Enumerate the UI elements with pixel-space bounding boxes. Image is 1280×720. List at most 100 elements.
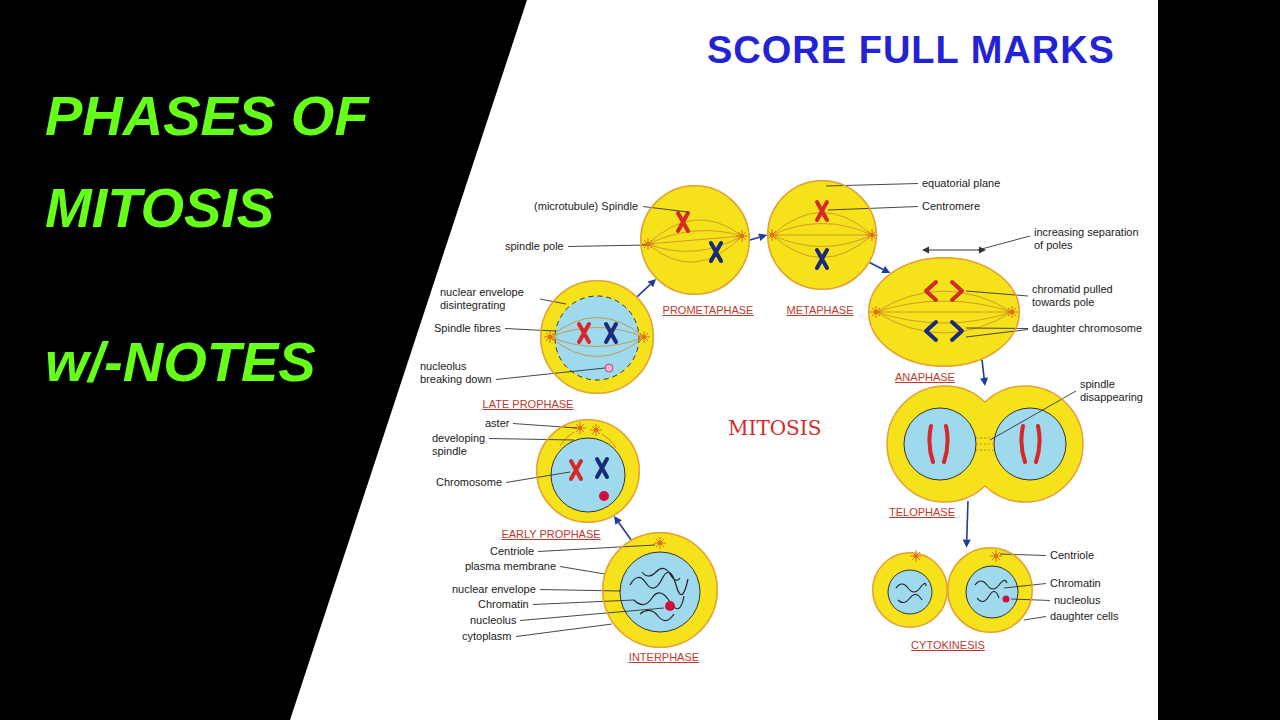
cell-membrane bbox=[603, 533, 718, 648]
chromosome bbox=[817, 202, 827, 220]
arrow-shaft bbox=[619, 523, 631, 540]
annotation-label: nuclear envelope bbox=[452, 583, 536, 596]
cell-node: LATE PROPHASE bbox=[540, 280, 654, 394]
spindle-pole bbox=[736, 230, 748, 242]
cell-membrane bbox=[537, 420, 640, 523]
leader-line bbox=[990, 391, 1076, 440]
annotation-label: Centriole bbox=[1050, 549, 1094, 562]
annotation-label: Chromatin bbox=[1050, 577, 1101, 590]
chromosome bbox=[678, 213, 688, 231]
annotation-label: nuclear envelope disintegrating bbox=[440, 286, 536, 312]
leader-line bbox=[1004, 584, 1046, 589]
nucleus bbox=[555, 296, 639, 380]
phase-label: PROMETAPHASE bbox=[663, 304, 754, 317]
phase-label: LATE PROPHASE bbox=[483, 398, 574, 411]
annotation-label: cytoplasm bbox=[462, 630, 512, 643]
leader-line bbox=[966, 328, 1028, 330]
side-heading: w/-NOTES bbox=[45, 330, 316, 394]
arrowhead bbox=[980, 378, 988, 386]
nucleolus bbox=[605, 364, 613, 372]
arrow-shaft bbox=[982, 360, 984, 378]
cell-node: CYTOKINESIS bbox=[872, 547, 1033, 633]
cell-membrane bbox=[768, 181, 877, 290]
annotation-label: nucleolus bbox=[1054, 594, 1100, 607]
cell-outline bbox=[872, 547, 1033, 633]
cell-body bbox=[602, 532, 718, 648]
flow-arrow bbox=[614, 516, 631, 540]
arrowhead bbox=[963, 540, 971, 548]
annotation-label: Centromere bbox=[922, 200, 980, 213]
phase-label: CYTOKINESIS bbox=[911, 639, 985, 652]
leader-line bbox=[540, 590, 621, 592]
spindle bbox=[550, 318, 644, 357]
flow-arrow bbox=[980, 360, 988, 386]
flow-arrow bbox=[870, 263, 891, 274]
nucleus bbox=[888, 570, 932, 614]
spindle bbox=[648, 220, 742, 262]
annotation-label: Centriole bbox=[490, 545, 534, 558]
cell-body bbox=[868, 257, 1020, 367]
chromatid bbox=[926, 282, 962, 300]
leader-line bbox=[1024, 617, 1046, 621]
center-title: MITOSIS bbox=[728, 416, 821, 440]
chromosome bbox=[817, 250, 827, 268]
chromosome bbox=[711, 243, 721, 261]
nucleolus bbox=[1003, 596, 1010, 603]
cell-membrane bbox=[887, 386, 1083, 502]
flow-arrow bbox=[637, 279, 656, 297]
aster bbox=[544, 331, 556, 343]
arrow-shaft bbox=[637, 284, 650, 296]
annotation-label: plasma membrane bbox=[465, 560, 556, 573]
cell-membrane bbox=[873, 553, 948, 628]
centriole bbox=[654, 537, 666, 549]
cell-outline bbox=[767, 180, 877, 290]
cell-node: METAPHASE bbox=[767, 180, 877, 290]
arrowhead bbox=[648, 279, 657, 287]
cell-body bbox=[540, 280, 654, 394]
cell-body bbox=[767, 180, 877, 290]
spindle-pole bbox=[1006, 306, 1018, 318]
flow-arrow bbox=[963, 501, 971, 548]
cell-outline bbox=[536, 419, 640, 523]
cell-node: EARLY PROPHASE bbox=[536, 419, 640, 523]
annotation-label: Spindle fibres bbox=[434, 322, 501, 335]
cell-membrane bbox=[948, 548, 1033, 633]
arrow-shaft bbox=[870, 263, 884, 270]
black-panel bbox=[0, 0, 527, 720]
leader-line bbox=[978, 236, 1030, 250]
separation-arrowhead bbox=[922, 247, 986, 254]
annotation-label: increasing separation of poles bbox=[1034, 226, 1150, 252]
cell-node: PROMETAPHASE bbox=[640, 185, 750, 295]
leader-line bbox=[966, 291, 1028, 296]
chromatin bbox=[630, 568, 688, 620]
cell-node: INTERPHASE bbox=[602, 532, 718, 648]
page-title: PHASES OF MITOSIS bbox=[45, 70, 445, 254]
annotation-label: nucleolus bbox=[470, 614, 516, 627]
phase-label: METAPHASE bbox=[786, 304, 853, 317]
phase-label: INTERPHASE bbox=[629, 651, 699, 664]
chromosome bbox=[579, 324, 589, 342]
arrowhead bbox=[758, 233, 767, 241]
leader-line bbox=[516, 624, 612, 637]
leader-line bbox=[489, 439, 574, 441]
spindle-pole bbox=[870, 306, 882, 318]
leader-line bbox=[520, 608, 664, 621]
chromatin bbox=[896, 580, 1007, 602]
annotation-label: (microtubule) Spindle bbox=[508, 200, 638, 213]
phase-label: EARLY PROPHASE bbox=[501, 528, 600, 541]
aster bbox=[590, 424, 602, 436]
annotation-label: developing spindle bbox=[432, 432, 502, 458]
cell-outline bbox=[887, 386, 1083, 502]
cell-body bbox=[947, 547, 1033, 633]
nucleus bbox=[551, 438, 625, 512]
annotation-label: aster bbox=[485, 417, 509, 430]
nucleolus bbox=[665, 601, 675, 611]
leader-line bbox=[966, 330, 1028, 338]
nucleus bbox=[904, 408, 976, 480]
cell-outline bbox=[640, 185, 750, 295]
annotation-label: daughter chromosome bbox=[1032, 322, 1142, 335]
annotation-label: spindle disappearing bbox=[1080, 378, 1152, 404]
spindle-pole bbox=[642, 238, 654, 250]
leader-line bbox=[538, 545, 655, 552]
